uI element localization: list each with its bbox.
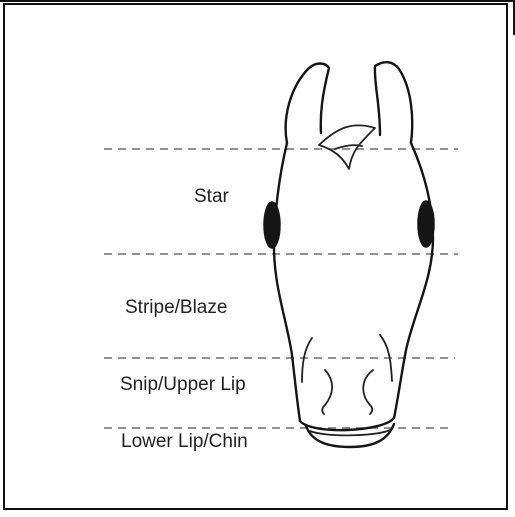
- head-right-outline: [394, 143, 433, 418]
- left-eye: [264, 202, 280, 248]
- stripe-blaze-zone-label: Stripe/Blaze: [125, 297, 227, 318]
- lower-lip-chin-zone-label: Lower Lip/Chin: [121, 431, 248, 452]
- snip-upper-lip-zone-label: Snip/Upper Lip: [120, 374, 246, 395]
- left-nostril: [322, 370, 332, 414]
- right-ear-outline: [375, 62, 412, 143]
- zone-labels: Star Stripe/Blaze Snip/Upper Lip Lower L…: [120, 186, 248, 452]
- forelock-outline: [319, 125, 375, 169]
- left-nasal-line: [302, 338, 312, 382]
- head-left-outline: [274, 143, 300, 421]
- right-eye: [418, 201, 434, 247]
- left-ear-outline: [286, 64, 329, 144]
- right-nostril: [363, 370, 373, 414]
- star-zone-label: Star: [194, 186, 230, 207]
